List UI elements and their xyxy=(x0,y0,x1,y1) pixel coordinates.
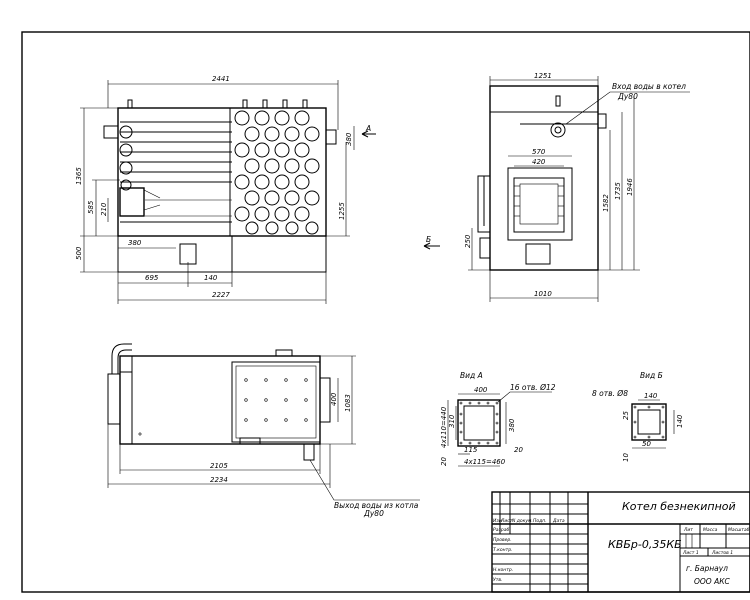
title-row-tcontrol: Т.контр. xyxy=(493,547,513,553)
view-b-dim-140r: 140 xyxy=(676,414,684,428)
view-a-dim-310: 310 xyxy=(448,414,456,428)
view-b-dim-10: 10 xyxy=(622,453,630,462)
dim-400-plan: 400 xyxy=(330,392,338,406)
dim-1735: 1735 xyxy=(614,182,622,200)
view-a-dim-115: 115 xyxy=(464,446,478,454)
dim-1946: 1946 xyxy=(626,178,634,196)
front-pipe-bank xyxy=(234,110,320,235)
title-company: ООО АКС xyxy=(694,577,731,586)
dim-1083: 1083 xyxy=(344,394,352,412)
view-a-dim-400: 400 xyxy=(474,386,488,394)
title-col-date: Дата xyxy=(552,518,565,524)
view-b-holes: 8 отв. Ø8 xyxy=(592,389,628,398)
dim-695: 695 xyxy=(145,274,159,282)
title-city: г. Барнаул xyxy=(686,564,728,573)
plan-body xyxy=(119,355,321,445)
title-row-ncontrol: Н.контр. xyxy=(493,567,513,573)
view-b-title: Вид Б xyxy=(640,371,663,380)
dim-1365: 1365 xyxy=(75,167,83,185)
title-name: Котел безнекипной xyxy=(622,500,736,513)
title-col-lit: Лит xyxy=(683,527,693,533)
plan-view: 2105 2234 400 1083 Выход воды из котла Д… xyxy=(107,343,420,518)
dim-250: 250 xyxy=(464,234,472,248)
side-ash-door xyxy=(525,243,551,265)
title-col-sign: Подп. xyxy=(533,518,547,524)
view-b-flange xyxy=(631,403,667,441)
dim-380-door: 380 xyxy=(128,239,142,247)
view-b-arrow: Б xyxy=(426,235,431,244)
title-col-mass: Масса xyxy=(703,527,718,533)
dim-420: 420 xyxy=(532,158,546,166)
view-a: Вид А 400 16 отв. Ø12 4x110=440 310 380 … xyxy=(440,371,556,467)
view-b-dim-140: 140 xyxy=(644,392,658,400)
dim-1010: 1010 xyxy=(534,290,552,298)
water-inlet-label: Вход воды в котел xyxy=(612,82,686,91)
view-a-dim-left: 4x110=440 xyxy=(440,406,448,448)
water-outlet-label: Выход воды из котла xyxy=(334,501,419,510)
title-row-dev: Разраб. xyxy=(493,527,511,533)
water-inlet-size: Ду80 xyxy=(617,92,638,101)
title-block: Котел безнекипной КВБр-0,35КБ г. Барнаул… xyxy=(491,491,750,593)
title-designation: КВБр-0,35КБ xyxy=(608,538,682,551)
title-sheet: Лист 1 xyxy=(682,550,699,556)
view-a-dim-380: 380 xyxy=(508,418,516,432)
dim-585: 585 xyxy=(87,200,95,214)
view-a-dim-bottom: 4x115=460 xyxy=(464,458,506,466)
view-a-flange xyxy=(457,399,501,447)
front-base xyxy=(117,235,327,273)
view-a-dim-20: 20 xyxy=(440,457,448,466)
view-b: Вид Б 8 отв. Ø8 140 140 25 50 10 xyxy=(592,371,684,462)
title-col-scale: Масштаб xyxy=(728,527,750,533)
title-col-change: Изм xyxy=(493,518,503,524)
dim-500: 500 xyxy=(75,246,83,260)
title-col-docnum: N докум. xyxy=(512,518,533,524)
front-ash-door xyxy=(179,243,197,265)
view-a-dim-20b: 20 xyxy=(514,446,523,454)
side-view: 1251 Вход воды в котел Ду80 570 420 1582… xyxy=(423,72,690,302)
side-body xyxy=(489,85,599,271)
dim-1582: 1582 xyxy=(602,194,610,212)
dim-1255: 1255 xyxy=(338,202,346,220)
title-sheets: Листов 1 xyxy=(711,550,733,556)
dim-210: 210 xyxy=(100,202,108,216)
view-a-arrow: А xyxy=(365,124,371,133)
dim-2227: 2227 xyxy=(212,291,230,299)
view-a-title: Вид А xyxy=(460,371,483,380)
dim-570: 570 xyxy=(532,148,546,156)
view-a-holes: 16 отв. Ø12 xyxy=(510,383,556,392)
title-row-approve: Утв. xyxy=(493,577,502,583)
dim-2234: 2234 xyxy=(210,476,228,484)
front-fire-door xyxy=(119,187,145,217)
title-col-sheet: Лист xyxy=(500,518,513,524)
view-b-dim-50: 50 xyxy=(642,440,651,448)
dim-2441: 2441 xyxy=(212,75,230,83)
dim-1251: 1251 xyxy=(534,72,552,80)
view-b-dim-25: 25 xyxy=(622,411,630,420)
dim-140: 140 xyxy=(204,274,218,282)
dim-380-nozzle: 380 xyxy=(345,132,353,146)
sheet-frame xyxy=(21,31,750,593)
title-row-check: Провер. xyxy=(493,537,512,543)
dim-2105: 2105 xyxy=(210,462,228,470)
side-furnace xyxy=(507,167,573,241)
front-view: 2441 2227 695 140 380 1365 500 585 210 1… xyxy=(75,75,376,304)
plan-top-hatch xyxy=(231,361,321,443)
water-outlet-size: Ду80 xyxy=(363,509,384,518)
